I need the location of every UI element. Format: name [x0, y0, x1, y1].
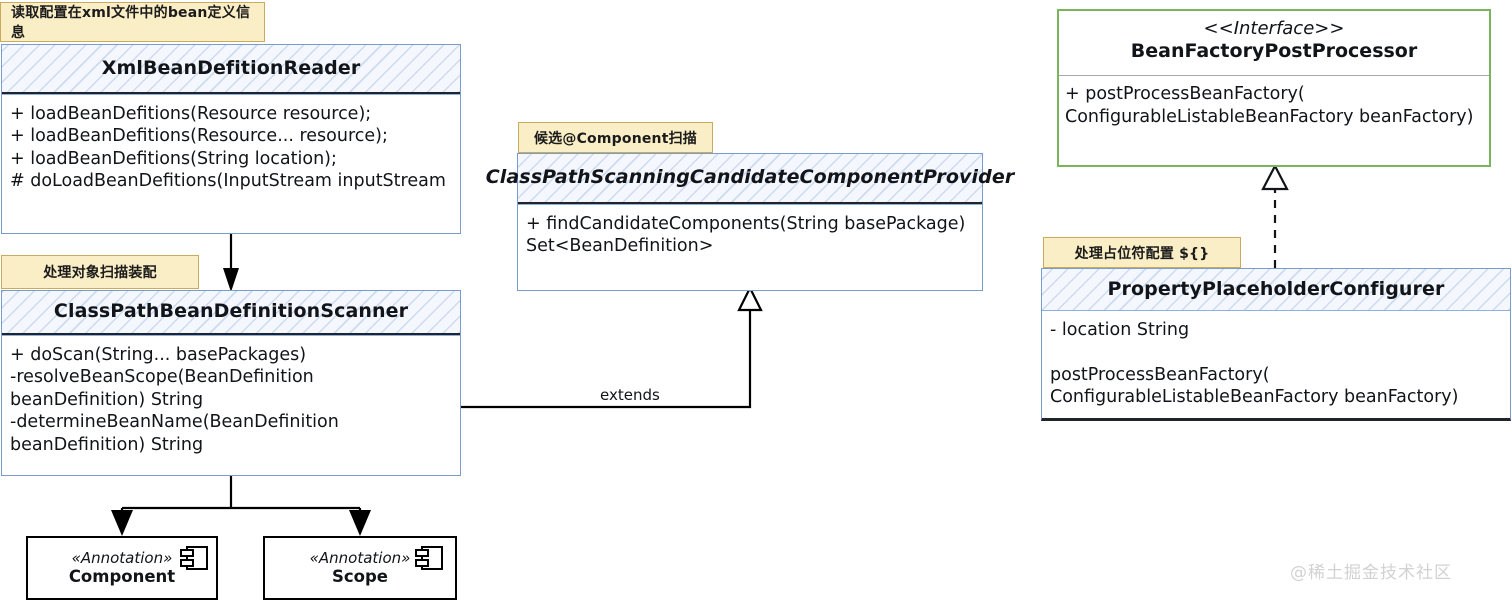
class-members-property-placeholder-configurer: - location String postProcessBeanFactory… — [1050, 320, 1459, 408]
class-members-classpath-scanning-candidate-component-provider: + findCandidateComponents(String basePac… — [518, 204, 982, 264]
class-members-xml-bean-defition-reader: + loadBeanDefitions(Resource resource); … — [2, 94, 460, 199]
component-icon — [415, 545, 444, 570]
note-candidate-provider-text: 候选@Component扫描 — [533, 130, 698, 147]
note-scanner-text: 处理对象扫描装配 — [43, 265, 157, 281]
class-box-classpath-scanning-candidate-component-provider[interactable]: ClassPathScanningCandidateComponentProvi… — [486, 153, 1014, 291]
component-icon — [180, 545, 209, 570]
annotation-box-scope[interactable]: «Annotation» Scope — [263, 536, 457, 600]
interface-box-bean-factory-post-processor[interactable]: <<Interface>> BeanFactoryPostProcessor +… — [1057, 9, 1491, 167]
edge-label-extends: extends — [596, 386, 664, 404]
annotation-name-scope: Scope — [331, 566, 388, 586]
class-title-xml-bean-defition-reader: XmlBeanDefitionReader — [101, 56, 361, 79]
class-header-classpath-scanning-candidate-component-provider: ClassPathScanningCandidateComponentProvi… — [486, 154, 1014, 204]
class-box-classpath-bean-definition-scanner[interactable]: ClassPathBeanDefinitionScanner + doScan(… — [1, 290, 461, 476]
class-title-property-placeholder-configurer: PropertyPlaceholderConfigurer — [1107, 277, 1445, 300]
watermark: @稀土掘金技术社区 — [1290, 563, 1452, 583]
note-candidate-provider: 候选@Component扫描 — [518, 122, 713, 153]
class-box-property-placeholder-configurer[interactable]: PropertyPlaceholderConfigurer - location… — [1041, 268, 1511, 421]
annotation-scope-inner: «Annotation» Scope — [309, 545, 444, 588]
class-box-xml-bean-defition-reader[interactable]: XmlBeanDefitionReader + loadBeanDefition… — [1, 44, 461, 234]
note-placeholder: 处理占位符配置 ${} — [1043, 237, 1241, 268]
class-header-classpath-bean-definition-scanner: ClassPathBeanDefinitionScanner — [2, 291, 460, 335]
interface-title-bean-factory-post-processor: BeanFactoryPostProcessor — [1130, 39, 1418, 62]
note-scanner: 处理对象扫描装配 — [1, 255, 199, 289]
note-xml-reader: 读取配置在xml文件中的bean定义信息 — [0, 2, 265, 42]
class-title-classpath-bean-definition-scanner: ClassPathBeanDefinitionScanner — [53, 300, 409, 323]
annotation-box-component[interactable]: «Annotation» Component — [26, 536, 218, 600]
annotation-stereotype-label: «Annotation» — [71, 548, 173, 567]
annotation-component-inner: «Annotation» Component — [68, 545, 209, 588]
class-header-xml-bean-defition-reader: XmlBeanDefitionReader — [2, 45, 460, 94]
class-header-property-placeholder-configurer: PropertyPlaceholderConfigurer — [1042, 269, 1510, 311]
annotation-name-component: Component — [68, 566, 176, 586]
class-members-classpath-bean-definition-scanner: + doScan(String... basePackages) -resolv… — [2, 335, 460, 462]
note-placeholder-text: 处理占位符配置 ${} — [1074, 245, 1210, 262]
interface-stereotype-label: <<Interface>> — [1203, 18, 1345, 39]
interface-members-bean-factory-post-processor: + postProcessBeanFactory( ConfigurableLi… — [1065, 84, 1474, 127]
note-xml-reader-text: 读取配置在xml文件中的bean定义信息 — [11, 5, 251, 41]
interface-header-bean-factory-post-processor: <<Interface>> BeanFactoryPostProcessor — [1059, 11, 1489, 76]
annotation-stereotype-label-scope: «Annotation» — [309, 548, 411, 567]
class-title-classpath-scanning-candidate-component-provider: ClassPathScanningCandidateComponentProvi… — [485, 166, 1015, 189]
